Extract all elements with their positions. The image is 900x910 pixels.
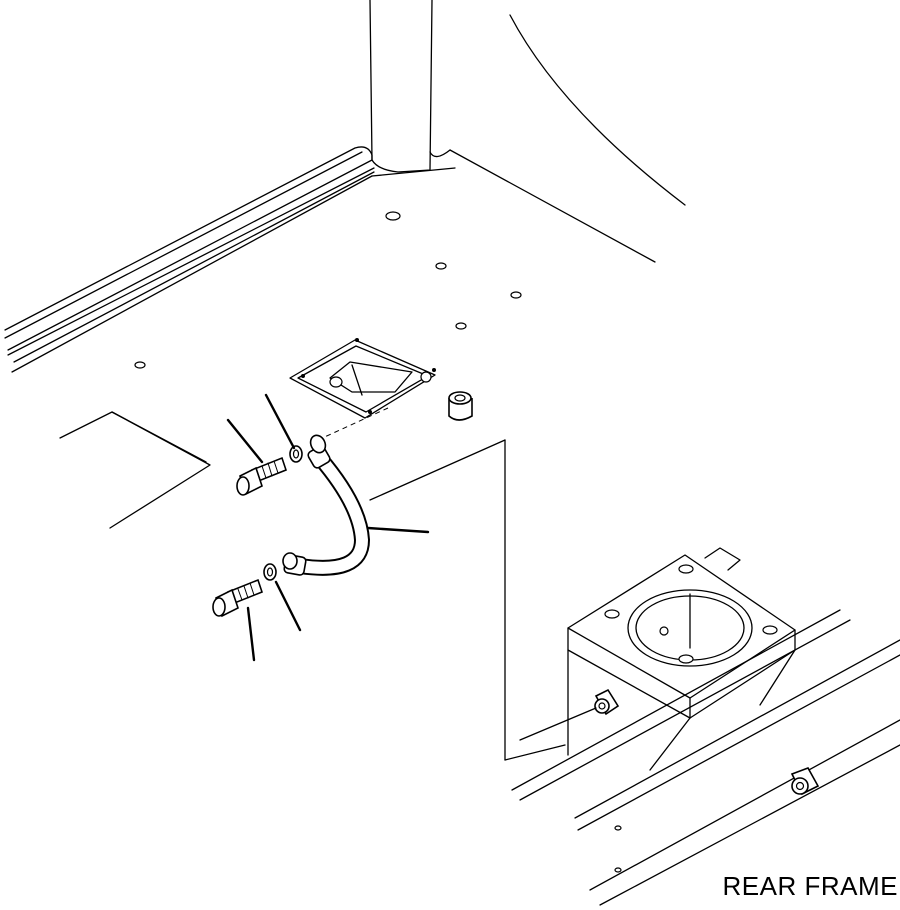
access-plate: [289, 338, 436, 419]
frame-rails: [511, 609, 900, 906]
hose: [282, 434, 371, 576]
roller: [790, 767, 820, 796]
pivot-block: [567, 547, 796, 771]
bushing: [448, 391, 473, 421]
assembly-centerline: [317, 407, 389, 441]
deck-plate: [11, 175, 566, 761]
upper-bolt: [236, 456, 287, 496]
deck-holes: [134, 211, 522, 369]
lower-washer: [263, 563, 277, 581]
handrail: [4, 146, 375, 363]
cab-wall: [369, 0, 686, 263]
leader-lines: [226, 393, 430, 662]
diagram-caption: REAR FRAME: [722, 871, 898, 901]
lower-bolt: [212, 578, 263, 618]
grease-nipple: [519, 688, 620, 741]
upper-washer: [289, 445, 303, 463]
